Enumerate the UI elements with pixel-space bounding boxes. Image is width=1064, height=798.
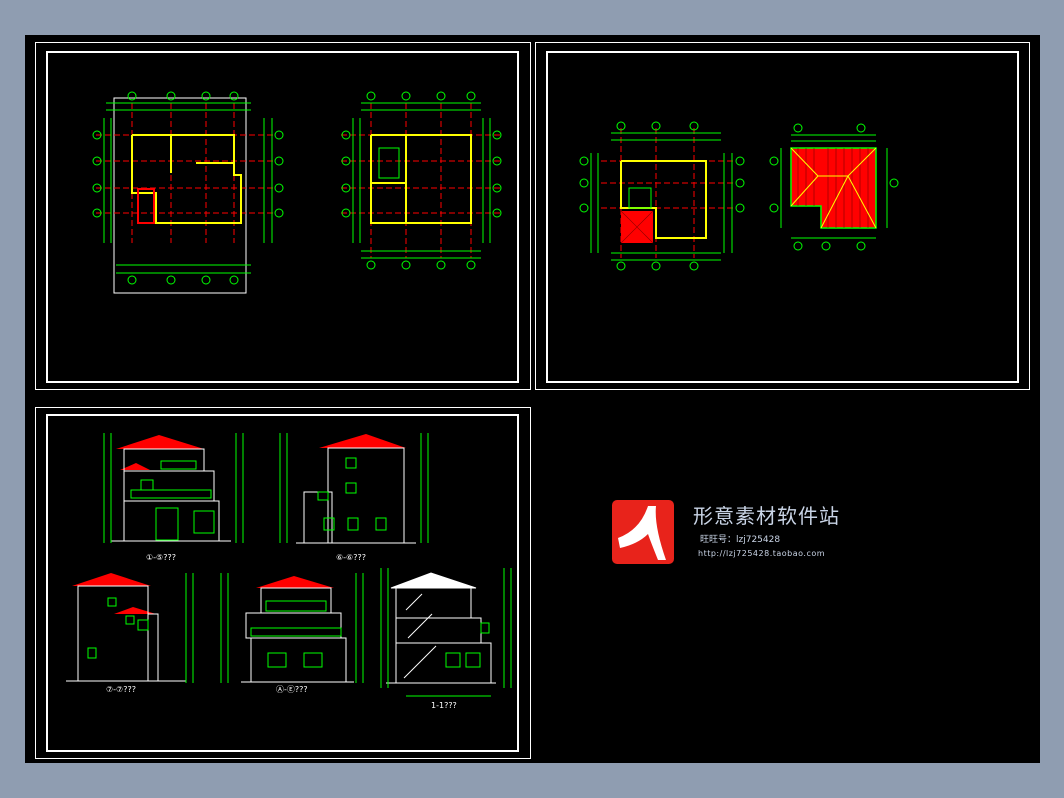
elevation-label-3: ⑦-⑦??? xyxy=(106,685,136,694)
rear-elevation: ⑦-⑦??? xyxy=(66,573,194,694)
sheet-floor-plans[interactable] xyxy=(35,42,531,390)
sheet-elevations[interactable]: ①-⑤??? ⑥-⑥??? xyxy=(35,407,531,759)
section-1-1: 1-1??? xyxy=(380,568,512,710)
elevation-label-1: ①-⑤??? xyxy=(146,553,176,562)
elevations-drawing: ①-⑤??? ⑥-⑥??? xyxy=(66,433,512,710)
watermark-url: http://lzj725428.taobao.com xyxy=(698,549,826,558)
elevation-label-4: Ⓐ-Ⓔ??? xyxy=(276,685,308,694)
watermark: 形意素材软件站 旺旺号：lzj725428 http://lzj725428.t… xyxy=(612,500,872,570)
cad-viewport[interactable]: ①-⑤??? ⑥-⑥??? xyxy=(25,35,1040,763)
watermark-wangwang-id: 旺旺号：lzj725428 xyxy=(700,535,781,545)
elevation-label-2: ⑥-⑥??? xyxy=(336,553,366,562)
watermark-title: 形意素材软件站 xyxy=(693,504,840,528)
side-elevation-right: ⑥-⑥??? xyxy=(279,433,429,562)
second-floor-plan xyxy=(341,91,502,270)
floor-plans-drawing xyxy=(92,91,502,294)
sheet-roof-plan[interactable] xyxy=(535,42,1030,390)
third-floor-plan xyxy=(579,121,745,271)
front-elevation: ①-⑤??? xyxy=(103,433,244,562)
side-elevation-left: Ⓐ-Ⓔ??? xyxy=(220,573,364,694)
red-square-logo-icon xyxy=(612,500,674,564)
elevation-label-5: 1-1??? xyxy=(431,701,457,710)
roof-plan xyxy=(769,123,899,251)
first-floor-plan xyxy=(92,91,284,285)
roof-plans-drawing xyxy=(579,121,899,271)
